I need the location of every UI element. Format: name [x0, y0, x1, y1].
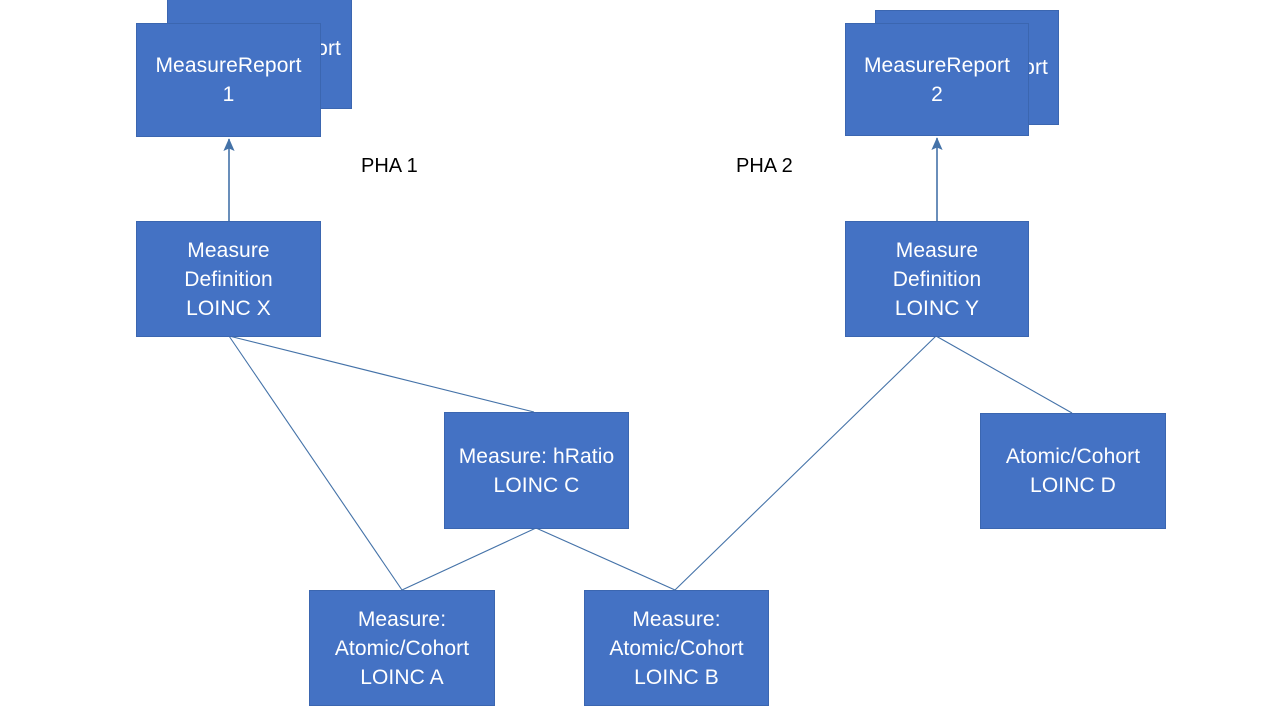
node-measure-report-2[interactable]: MeasureReport 2	[845, 23, 1029, 136]
edge-hratio-c-to-loinc-b	[535, 527, 676, 591]
node-measure-atomic-cohort-loinc-b[interactable]: Measure: Atomic/Cohort LOINC B	[584, 590, 769, 706]
edge-def-x-to-loinc-a	[228, 335, 403, 591]
edge-hratio-c-to-loinc-a	[401, 527, 537, 591]
label-pha-2: PHA 2	[736, 155, 793, 177]
node-atomic-cohort-loinc-d[interactable]: Atomic/Cohort LOINC D	[980, 413, 1166, 529]
node-measure-definition-loinc-x[interactable]: Measure Definition LOINC X	[136, 221, 321, 337]
node-measure-report-1[interactable]: MeasureReport 1	[136, 23, 321, 137]
edge-def-y-to-loinc-d	[935, 335, 1073, 414]
edge-def-y-to-loinc-b	[674, 335, 937, 591]
label-pha-1: PHA 1	[361, 155, 418, 177]
node-measure-atomic-cohort-loinc-a[interactable]: Measure: Atomic/Cohort LOINC A	[309, 590, 495, 706]
node-measure-hratio-loinc-c[interactable]: Measure: hRatio LOINC C	[444, 412, 629, 529]
edge-def-x-to-hratio-c	[228, 335, 535, 413]
node-measure-definition-loinc-y[interactable]: Measure Definition LOINC Y	[845, 221, 1029, 337]
